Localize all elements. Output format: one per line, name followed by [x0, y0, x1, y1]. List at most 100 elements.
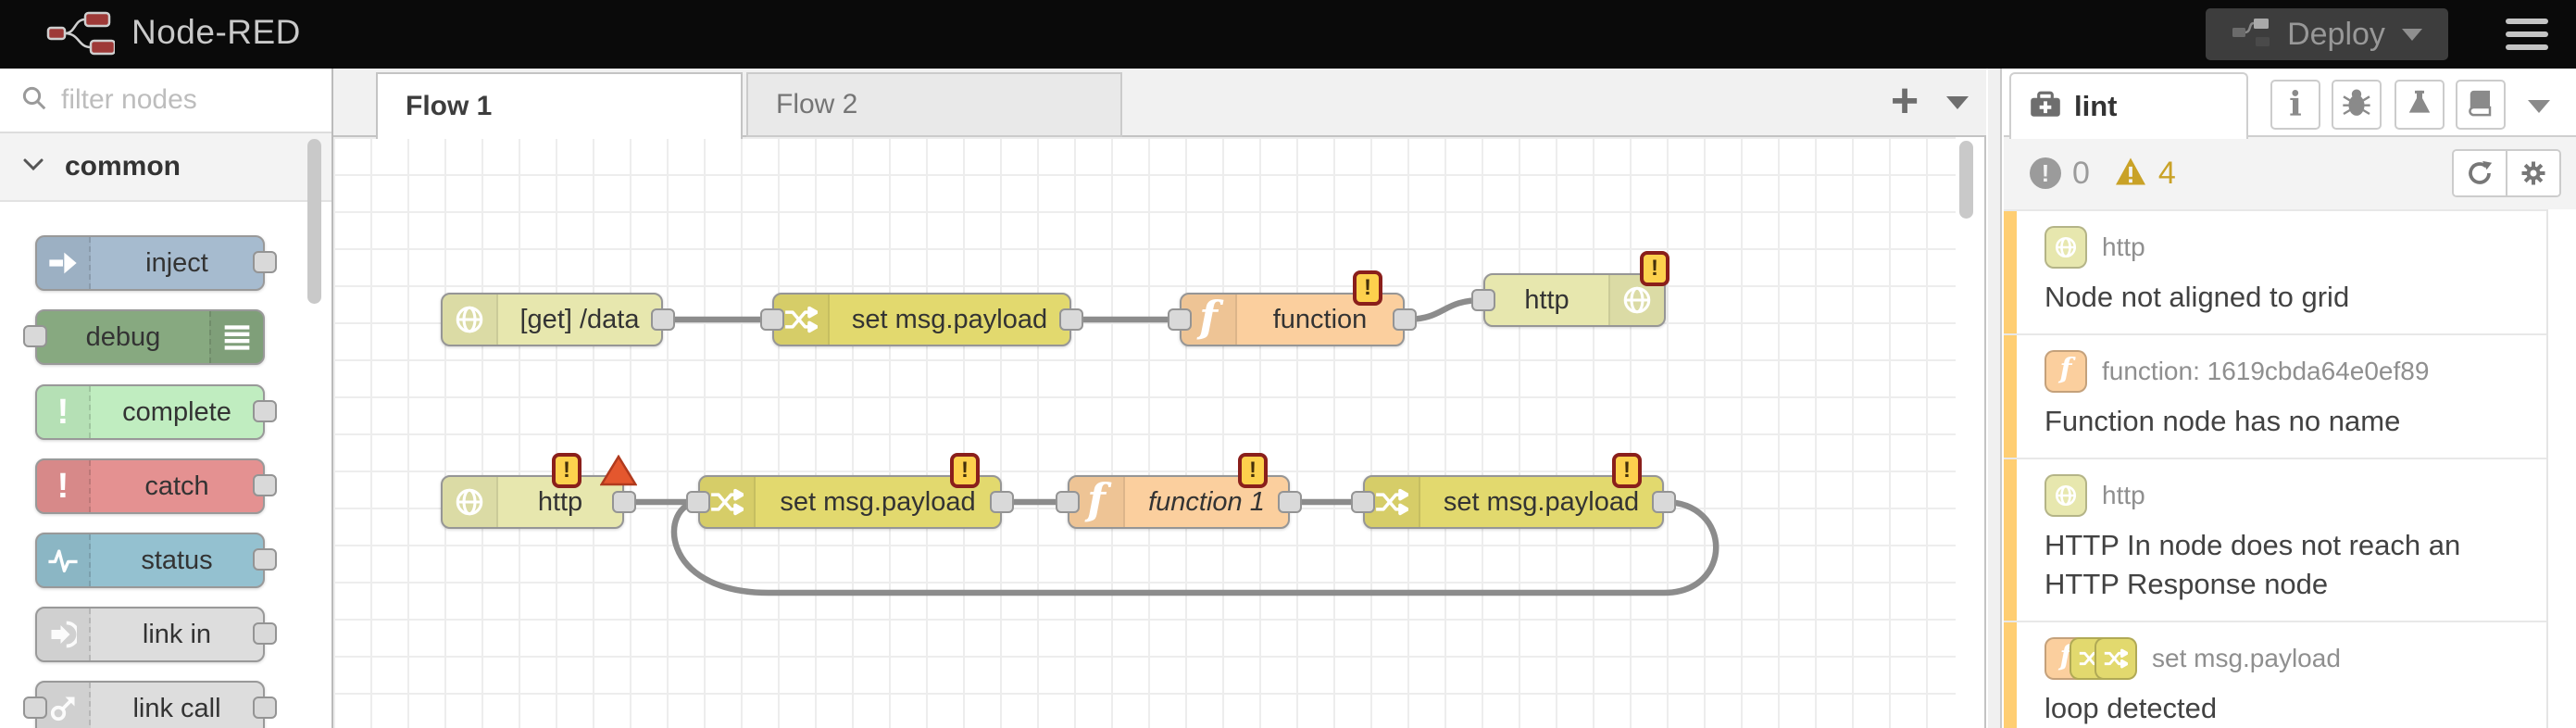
warning-badge-icon: !	[1353, 270, 1382, 306]
warning-count: 4	[2157, 155, 2176, 191]
palette-node-inject[interactable]: inject	[35, 235, 277, 291]
input-port[interactable]	[1471, 289, 1495, 311]
node-label: set msg.payload	[780, 486, 976, 517]
palette-node-link-call[interactable]: link call	[23, 681, 277, 728]
exclamation-icon: !	[37, 386, 91, 438]
output-port[interactable]	[253, 251, 277, 273]
flow-node-http-in-get-data[interactable]: [get] /data	[441, 293, 675, 346]
palette-node-link-in[interactable]: link in	[35, 607, 277, 662]
output-port[interactable]	[1059, 308, 1083, 331]
output-port[interactable]	[1393, 308, 1417, 331]
lint-node-label: http	[2102, 481, 2145, 509]
flow-canvas[interactable]: [get] /data set msg.payload f function !…	[333, 137, 1986, 728]
deploy-button[interactable]: Deploy	[2206, 8, 2448, 60]
node-palette: common inject debug ! complete	[0, 69, 333, 728]
lint-message: Function node has no name	[2045, 405, 2401, 437]
filter-nodes-input[interactable]	[59, 83, 294, 117]
canvas-vertical-scrollbar[interactable]	[1959, 141, 1973, 219]
input-port[interactable]	[760, 308, 784, 331]
tab-label: Flow 1	[406, 91, 493, 121]
palette-category-common[interactable]: common	[0, 133, 331, 202]
palette-node-label: link call	[132, 693, 221, 723]
input-port[interactable]	[23, 325, 47, 347]
sidebar-scrollbar-gutter[interactable]	[2546, 209, 2576, 728]
output-port[interactable]	[253, 400, 277, 422]
input-port[interactable]	[1168, 308, 1192, 331]
lint-node-label: set msg.payload	[2152, 644, 2341, 672]
output-port[interactable]	[253, 548, 277, 571]
exclamation-icon: !	[37, 460, 91, 512]
search-icon	[20, 84, 48, 117]
output-port[interactable]	[1278, 491, 1302, 513]
app-title: Node-RED	[131, 13, 301, 51]
palette-node-label: complete	[122, 396, 231, 427]
input-port[interactable]	[1351, 491, 1375, 513]
info-icon: i	[2289, 85, 2302, 124]
tab-flow-2[interactable]: Flow 2	[746, 72, 1122, 137]
input-port[interactable]	[686, 491, 710, 513]
sidebar-tabbar: lint i	[2004, 69, 2576, 139]
palette-node-status[interactable]: status	[35, 533, 277, 588]
palette-node-debug[interactable]: debug	[23, 309, 265, 365]
globe-icon	[443, 295, 498, 345]
lint-actions	[2452, 149, 2561, 197]
input-port[interactable]	[1056, 491, 1080, 513]
sidebar-tab-debug-button[interactable]	[2332, 80, 2382, 130]
error-count-icon: !	[2030, 157, 2061, 189]
main-menu-button[interactable]	[2506, 19, 2548, 50]
flow-node-change-3[interactable]: set msg.payload !	[1351, 453, 1676, 529]
flow-node-http-in-2[interactable]: http !	[441, 453, 638, 529]
output-port[interactable]	[612, 491, 636, 513]
output-port[interactable]	[253, 622, 277, 645]
lint-node-label: http	[2102, 232, 2145, 261]
link-in-icon	[37, 609, 91, 660]
output-port[interactable]	[253, 474, 277, 496]
lint-item-function-no-name[interactable]: f function: 1619cbda64e0ef89 Function no…	[2004, 335, 2576, 459]
app-header: Node-RED Deploy	[0, 0, 2576, 69]
lint-item-loop-detected[interactable]: f set msg.payload loop detected	[2004, 622, 2576, 728]
sidebar-tab-test-button[interactable]	[2395, 80, 2445, 130]
sidebar-tab-info-button[interactable]: i	[2270, 80, 2320, 130]
flask-icon	[2406, 89, 2433, 121]
flow-node-change-1[interactable]: set msg.payload	[760, 293, 1083, 346]
output-port[interactable]	[990, 491, 1014, 513]
add-flow-button[interactable]: +	[1890, 74, 1919, 128]
sidebar-menu-caret-icon[interactable]	[2528, 100, 2550, 113]
warning-badge-icon: !	[1612, 453, 1642, 488]
flow-node-function[interactable]: f function !	[1168, 270, 1417, 346]
input-port[interactable]	[23, 697, 47, 719]
deploy-options-caret-icon[interactable]	[2401, 28, 2422, 41]
flow-list-caret-icon[interactable]	[1946, 96, 1969, 109]
palette-node-catch[interactable]: ! catch	[35, 458, 277, 514]
flow-node-change-2[interactable]: set msg.payload !	[686, 453, 1014, 529]
output-port[interactable]	[1652, 491, 1676, 513]
output-port[interactable]	[253, 697, 277, 719]
node-red-logo-icon	[46, 10, 117, 63]
warning-badge-icon: !	[1640, 251, 1669, 286]
lint-refresh-button[interactable]	[2454, 151, 2506, 195]
palette-node-label: inject	[145, 247, 208, 278]
sidebar-tab-help-button[interactable]	[2456, 80, 2506, 130]
warning-badge-icon: !	[1238, 453, 1268, 488]
output-port[interactable]	[651, 308, 675, 331]
sidebar-tab-lint[interactable]: lint	[2009, 72, 2248, 139]
node-label: function 1	[1148, 486, 1265, 517]
lint-settings-button[interactable]	[2506, 151, 2559, 195]
palette-node-label: debug	[85, 321, 161, 352]
tab-flow-1[interactable]: Flow 1	[376, 72, 743, 139]
deploy-icon	[2232, 17, 2270, 53]
sidebar-splitter[interactable]	[1988, 69, 2002, 728]
first-aid-kit-icon	[2030, 91, 2061, 123]
lint-item-http-no-response[interactable]: http HTTP In node does not reach an HTTP…	[2004, 459, 2576, 622]
lint-item-node-not-aligned[interactable]: http Node not aligned to grid	[2004, 211, 2576, 335]
error-count: 0	[2072, 155, 2090, 191]
lint-message: HTTP In node does not reach an HTTP Resp…	[2045, 529, 2461, 600]
palette-scrollbar[interactable]	[307, 139, 321, 304]
globe-icon	[443, 477, 498, 527]
palette-node-label: catch	[144, 471, 209, 501]
palette-node-complete[interactable]: ! complete	[35, 384, 277, 440]
flow-node-function-1[interactable]: f function 1 !	[1056, 453, 1302, 529]
function-node-mini-icon: f	[2045, 350, 2087, 393]
palette-search[interactable]	[0, 69, 331, 133]
flow-node-http-response[interactable]: http !	[1471, 251, 1669, 327]
